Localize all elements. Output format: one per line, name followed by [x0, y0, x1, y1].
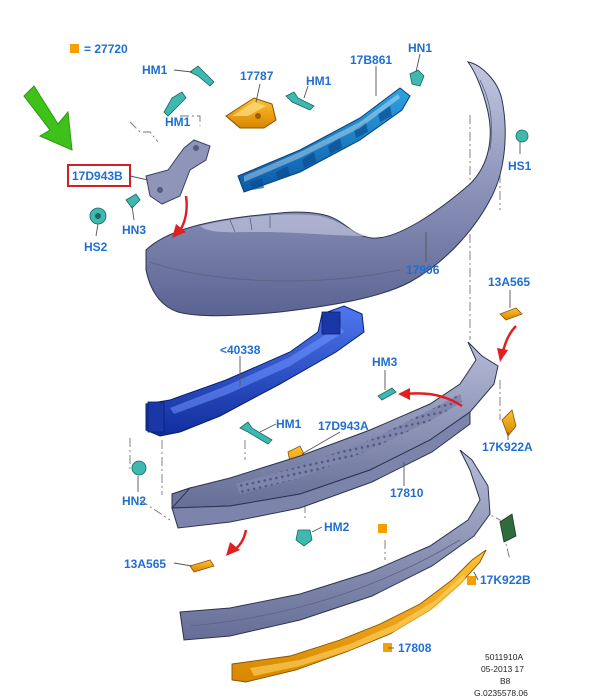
part-labels: HM1 17787 HM1 17B861 HN1 HM1 HS1 17D943B…: [72, 41, 533, 655]
leader-lines: [95, 53, 521, 649]
label-17808: 17808: [398, 641, 432, 655]
label-hm1-lower: HM1: [276, 417, 302, 431]
label-17d943b: 17D943B: [72, 169, 123, 183]
highlight-pointer-arrow: [23, 85, 73, 151]
label-hs1: HS1: [508, 159, 532, 173]
ref-line-2: 05-2013 17: [481, 664, 524, 674]
label-17k922a: 17K922A: [482, 440, 533, 454]
bracket-17d943b: [145, 139, 211, 205]
bracket-17b861: [237, 87, 411, 193]
label-hn3: HN3: [122, 223, 146, 237]
label-hs2: HS2: [84, 240, 108, 254]
label-hm1-top: HM1: [142, 63, 168, 77]
lower-trim-17808: [231, 549, 487, 683]
label-13a565-lower: 13A565: [124, 557, 166, 571]
label-hm3: HM3: [372, 355, 398, 369]
label-13a565-upper: 13A565: [488, 275, 530, 289]
label-17810: 17810: [390, 486, 424, 500]
highlight-box-17d943b: [67, 164, 131, 187]
label-17b861: 17B861: [350, 53, 392, 67]
label-hm1-left: HM1: [165, 115, 191, 129]
label-17k922b: 17K922B: [480, 573, 531, 587]
ref-line-4: G.0235578.06: [474, 688, 528, 697]
label-hn2: HN2: [122, 494, 146, 508]
bracket-17787: [225, 97, 277, 129]
lower-cladding: [179, 449, 491, 641]
label-17906: 17906: [406, 263, 440, 277]
reinforcement-beam-40338: [145, 305, 365, 437]
bumper-cover-17906: [145, 61, 506, 317]
fasteners: [89, 65, 529, 547]
label-17d943a: 17D943A: [318, 419, 369, 433]
label-hm1-mid: HM1: [306, 74, 332, 88]
ref-line-1: 5011910A: [485, 652, 523, 662]
lower-valance-17810: [171, 341, 499, 529]
label-17787: 17787: [240, 69, 274, 83]
label-hm2: HM2: [324, 520, 350, 534]
ref-line-3: B8: [500, 676, 511, 686]
drawing-reference: 5011910A 05-2013 17 B8 G.0235578.06: [474, 652, 528, 697]
label-hn1: HN1: [408, 41, 432, 55]
legend-swatch: [70, 44, 79, 53]
direction-arrows: [172, 195, 517, 556]
legend-text: = 27720: [84, 42, 128, 56]
label-40338: <40338: [220, 343, 261, 357]
